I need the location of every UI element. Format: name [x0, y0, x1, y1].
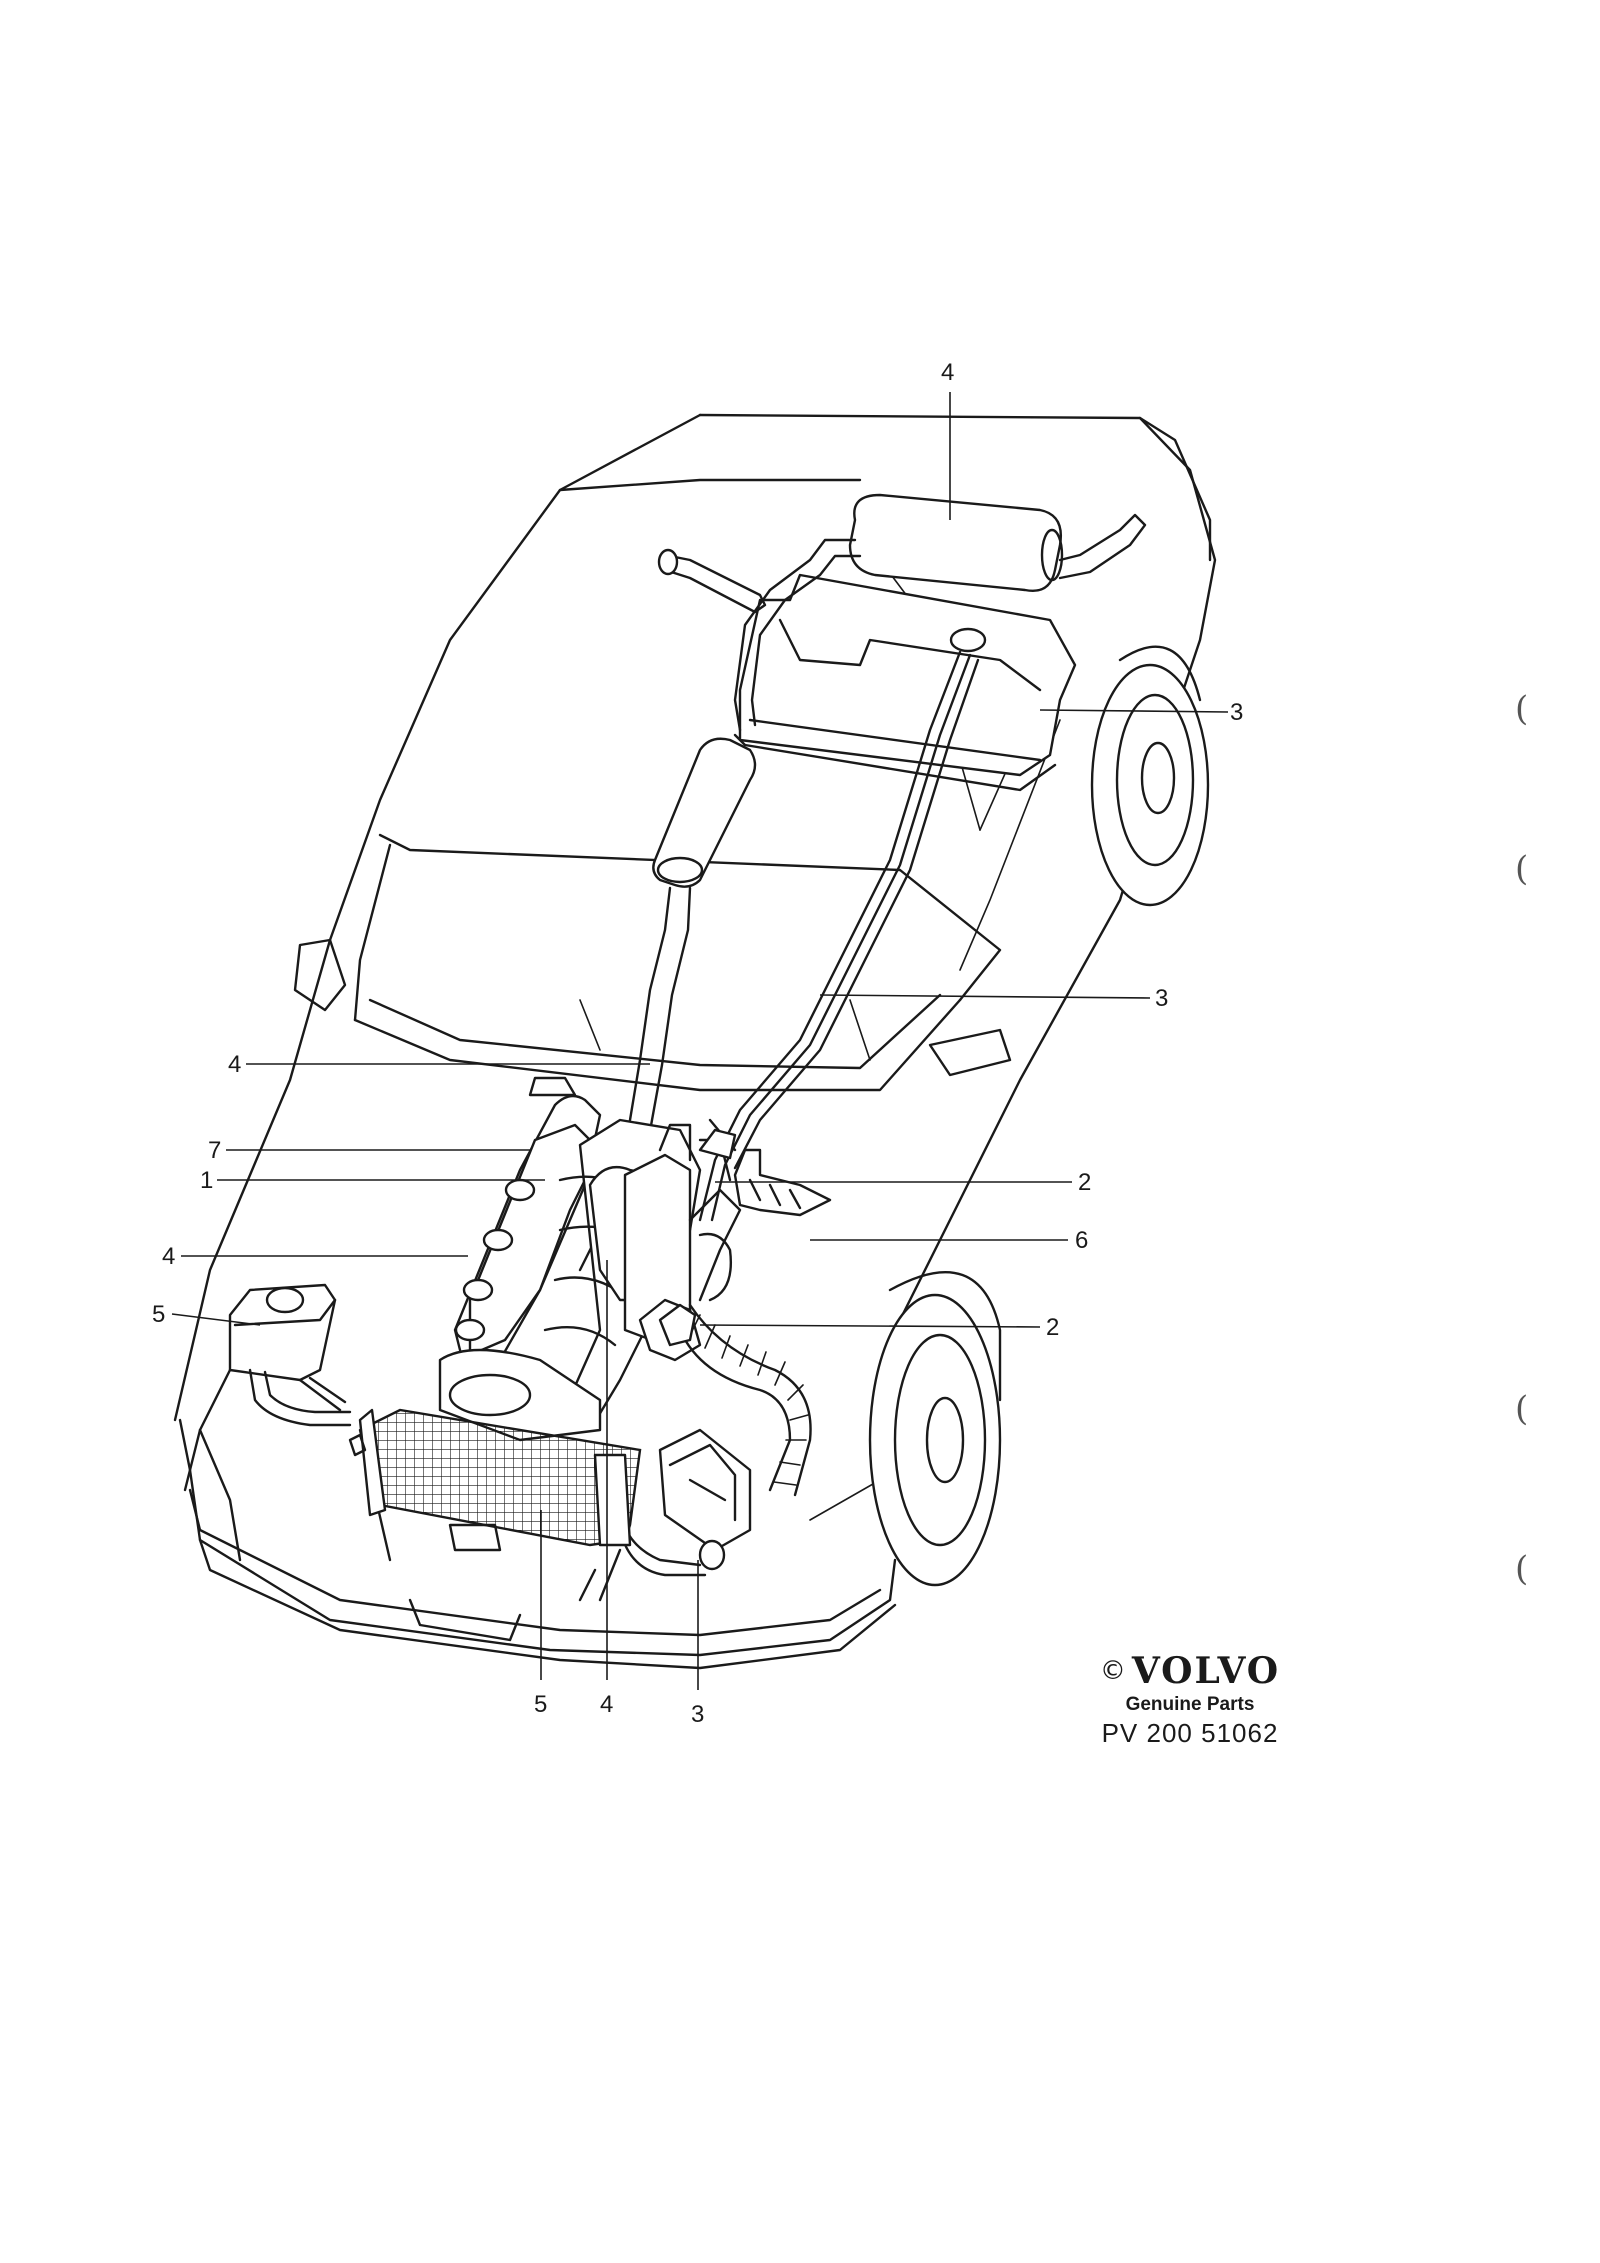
callout-7: 7 [208, 1137, 221, 1164]
volvo-wordmark: VOLVO [1131, 1650, 1281, 1692]
binder-mark: ( [1515, 1549, 1528, 1589]
radiator [348, 1408, 642, 1547]
fuel-tank [733, 573, 1077, 792]
exhaust-system [578, 493, 1147, 1282]
brand-logo: © VOLVO [1090, 1650, 1290, 1692]
callout-1: 1 [200, 1167, 213, 1194]
callout-4-left: 4 [162, 1243, 175, 1270]
binder-mark: ( [1515, 849, 1528, 889]
binder-mark: ( [1515, 1389, 1528, 1429]
callout-4-exhaust: 4 [228, 1051, 241, 1078]
rear-wheel [1090, 645, 1210, 907]
expansion-tank [228, 1283, 352, 1427]
genuine-parts-label: Genuine Parts [1125, 1694, 1255, 1715]
engine-block [438, 1076, 742, 1442]
binder-mark: ( [1515, 689, 1528, 729]
copyright-symbol: © [1099, 1656, 1126, 1686]
callout-4-top: 4 [941, 359, 954, 386]
callout-5-left: 5 [152, 1301, 165, 1328]
callout-5-bottom: 5 [534, 1691, 547, 1718]
callout-2-upper: 2 [1078, 1169, 1091, 1196]
binder-marks: ( ( ( ( [1515, 689, 1528, 1589]
callout-labels: 4 3 3 4 7 1 2 6 4 5 2 5 4 3 [152, 359, 1243, 1728]
leader-lines [171, 392, 1229, 1690]
callout-4-bottom: 4 [600, 1691, 613, 1718]
callout-3-pipe: 3 [1155, 985, 1168, 1012]
air-intake-hose [678, 1303, 812, 1497]
brand-block: © VOLVO Genuine Parts PV 200 51062 [1090, 1650, 1290, 1749]
callout-3-bottom: 3 [691, 1701, 704, 1728]
front-wheel [868, 1270, 1002, 1587]
reference-code: PV 200 51062 [1101, 1718, 1279, 1748]
air-filter-box [618, 1428, 752, 1577]
callout-6: 6 [1075, 1227, 1088, 1254]
callout-3-tank: 3 [1230, 699, 1243, 726]
callout-2-lower: 2 [1046, 1314, 1059, 1341]
firewall-parts [658, 1128, 737, 1347]
